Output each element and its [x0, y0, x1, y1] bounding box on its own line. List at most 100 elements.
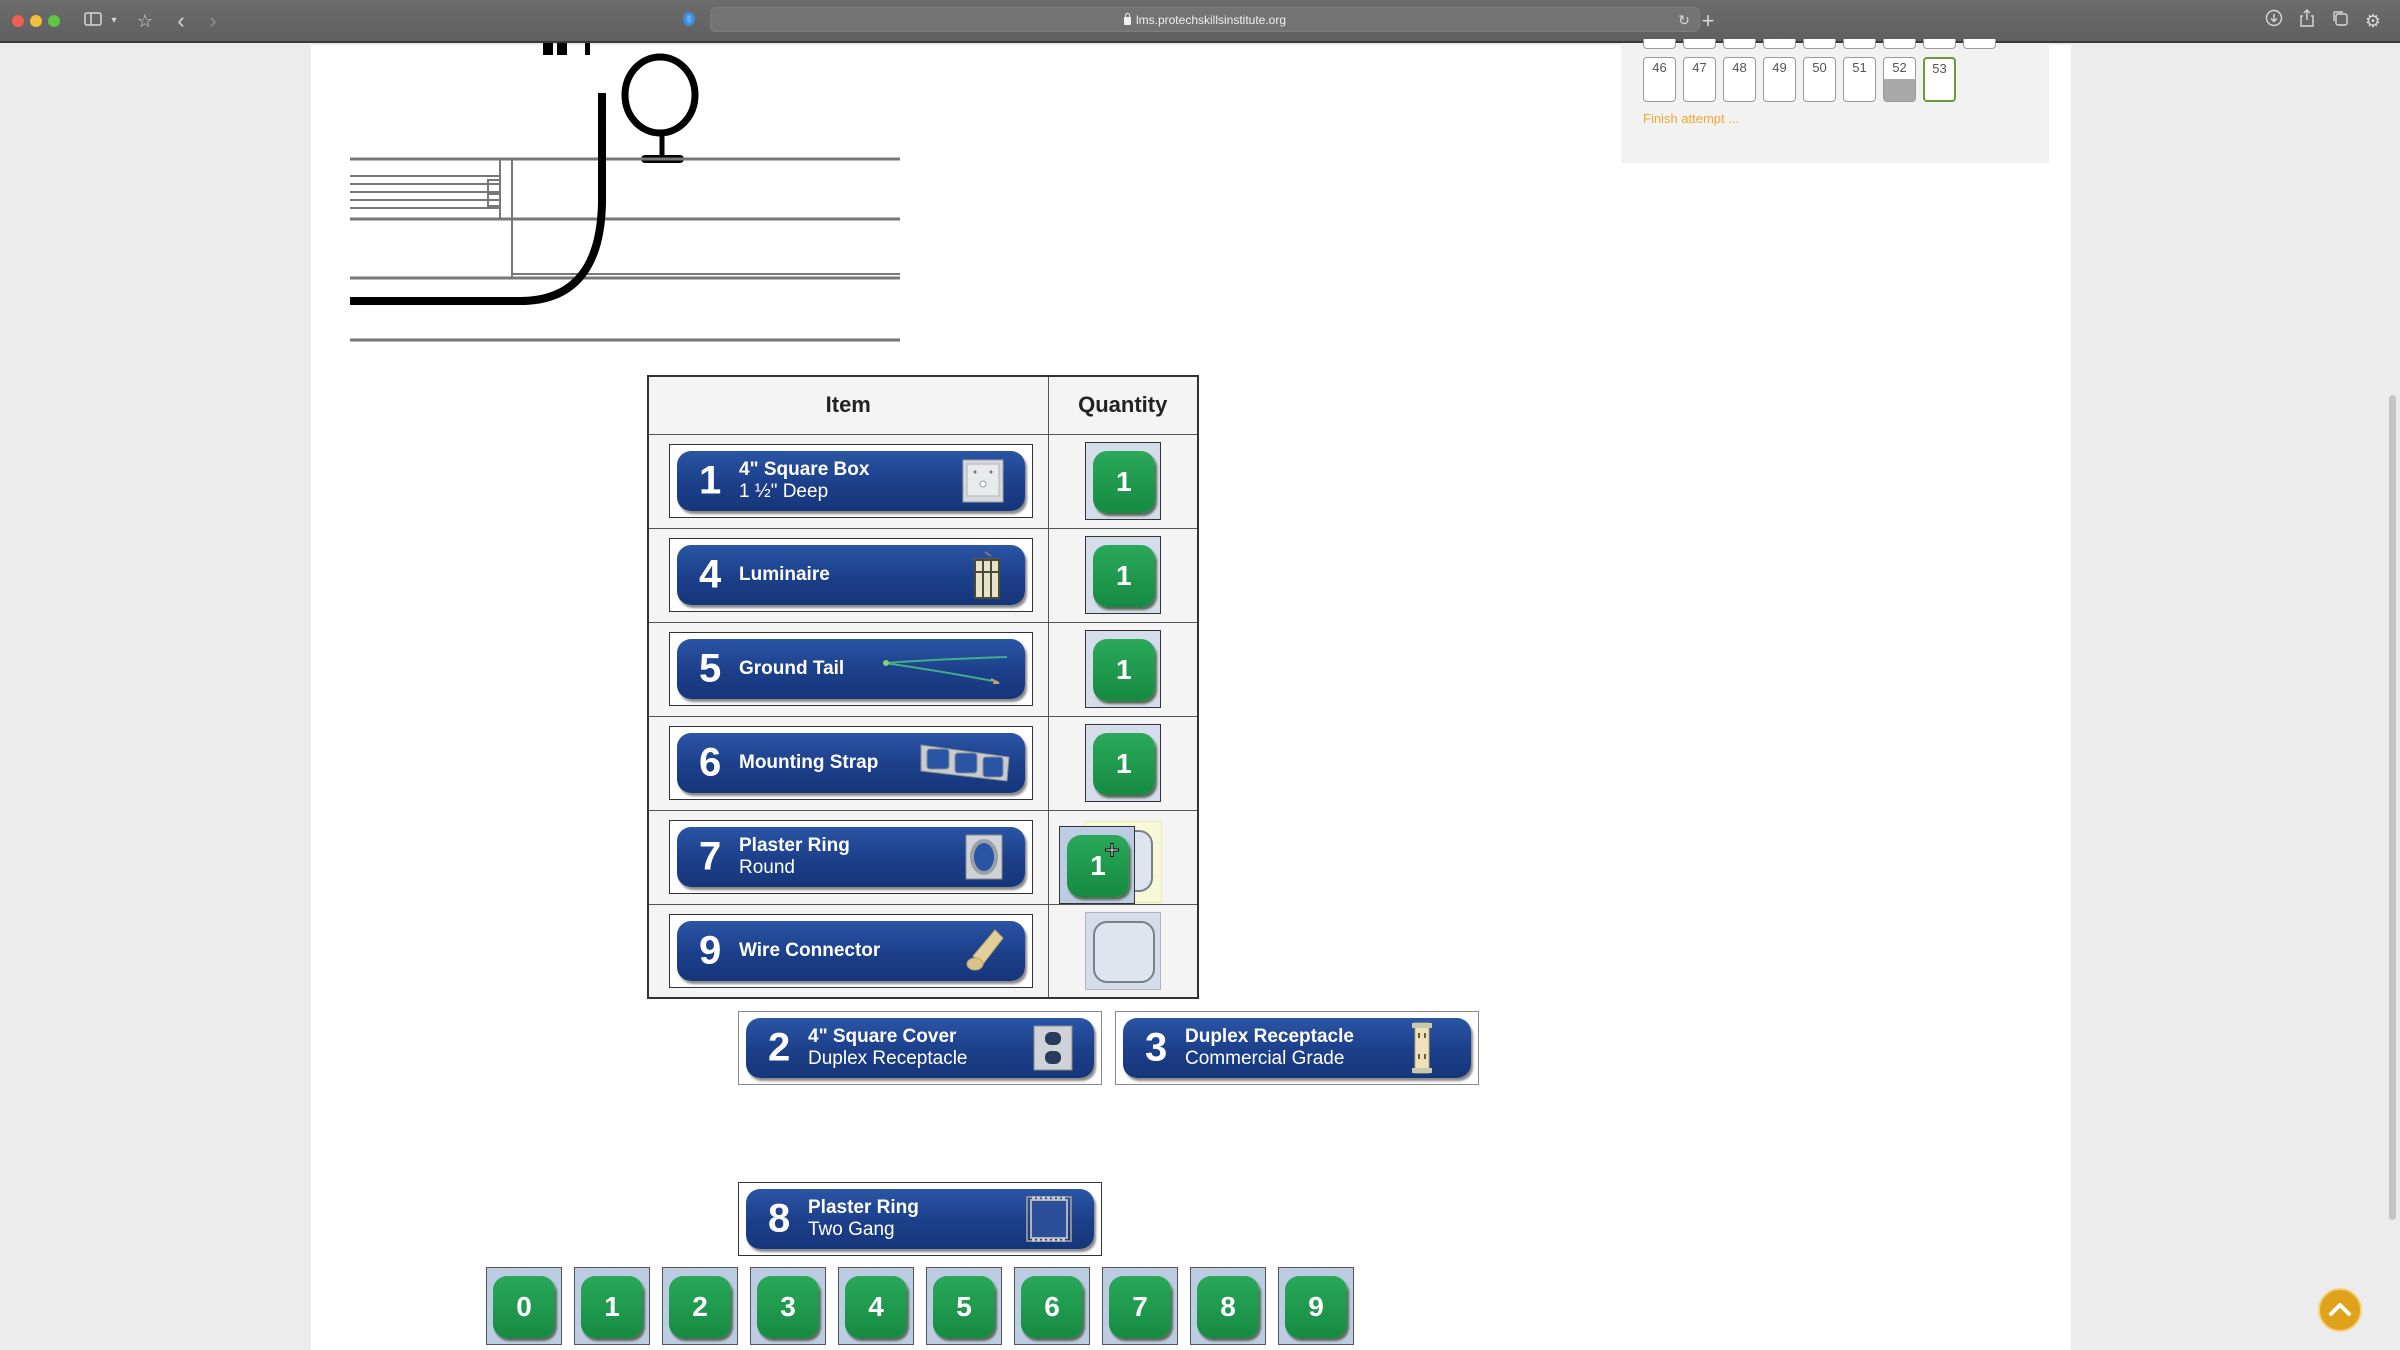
- quantity-slot[interactable]: 1: [1084, 724, 1161, 802]
- url-text: lms.protechskillsinstitute.org: [1135, 13, 1287, 27]
- question-button[interactable]: [1803, 39, 1836, 49]
- plaster-ring-two-gang-icon: [1026, 1196, 1072, 1242]
- question-button[interactable]: [1723, 39, 1756, 49]
- digit-tile-5[interactable]: 5: [933, 1276, 995, 1338]
- star-icon[interactable]: ☆: [136, 11, 154, 31]
- quantity-tile[interactable]: 1: [1067, 835, 1129, 897]
- table-row: 1 4" Square Box 1 ½" Deep: [647, 433, 1199, 529]
- question-button-50[interactable]: 50: [1803, 57, 1836, 102]
- privacy-shield-icon[interactable]: [680, 8, 698, 34]
- question-button-47[interactable]: 47: [1683, 57, 1716, 102]
- question-button[interactable]: [1843, 39, 1876, 49]
- digit-tile-2[interactable]: 2: [669, 1276, 731, 1338]
- empty-quantity-placeholder: [1092, 920, 1155, 983]
- right-gutter: [2071, 45, 2400, 1350]
- unplaced-item-frame: 8 Plaster Ring Two Gang: [738, 1182, 1102, 1256]
- digit-tile-7[interactable]: 7: [1109, 1276, 1171, 1338]
- digit-slot: 5: [926, 1267, 1002, 1345]
- item-drop-zone[interactable]: 9 Wire Connector: [669, 913, 1033, 988]
- minimize-window-button[interactable]: [30, 15, 42, 27]
- digit-tile-6[interactable]: 6: [1021, 1276, 1083, 1338]
- item-card-mounting-strap[interactable]: 6 Mounting Strap: [677, 733, 1025, 793]
- question-button-46[interactable]: 46: [1643, 57, 1676, 102]
- cable-line: [350, 93, 606, 305]
- item-drop-zone[interactable]: 7 Plaster Ring Round: [669, 820, 1033, 894]
- share-icon[interactable]: [2296, 8, 2318, 34]
- item-card-plaster-ring-round[interactable]: 7 Plaster Ring Round: [677, 827, 1025, 887]
- item-card-wire-connector[interactable]: 9 Wire Connector: [677, 920, 1025, 981]
- download-icon[interactable]: [2263, 8, 2285, 34]
- item-card-square-cover[interactable]: 2 4" Square Cover Duplex Receptacle: [746, 1018, 1094, 1078]
- question-button[interactable]: [1683, 39, 1716, 49]
- quantity-tile[interactable]: 1: [1092, 733, 1155, 795]
- address-bar[interactable]: lms.protechskillsinstitute.org ↻: [710, 7, 1700, 32]
- item-card-luminaire[interactable]: 4 Luminaire: [677, 545, 1025, 605]
- quantity-slot[interactable]: 1: [1084, 536, 1161, 614]
- quantity-tile[interactable]: 1: [1092, 451, 1155, 513]
- question-button[interactable]: [1923, 39, 1956, 49]
- reload-icon[interactable]: ↻: [1678, 12, 1690, 28]
- question-button-53-current[interactable]: 53: [1923, 57, 1956, 102]
- close-window-button[interactable]: [12, 15, 24, 27]
- lock-icon: [1123, 13, 1131, 25]
- ground-tail-icon: [883, 656, 1008, 684]
- digit-slot: 9: [1278, 1267, 1354, 1345]
- table-row: 4 Luminaire: [647, 527, 1199, 623]
- luminaire-symbol: [621, 53, 699, 137]
- back-icon[interactable]: ‹: [177, 8, 185, 33]
- question-button[interactable]: [1883, 39, 1916, 49]
- forward-icon[interactable]: ›: [209, 8, 217, 33]
- item-source-slot: 2 4" Square Cover Duplex Receptacle: [738, 1011, 1102, 1085]
- item-card-ground-tail[interactable]: 5 Ground Tail: [677, 639, 1025, 699]
- question-button-49[interactable]: 49: [1763, 57, 1796, 102]
- quantity-slot[interactable]: 1: [1084, 630, 1161, 708]
- page-scrollbar-thumb[interactable]: [2389, 395, 2396, 1220]
- digit-tile-9[interactable]: 9: [1285, 1276, 1347, 1338]
- digit-slot: 8: [1190, 1267, 1266, 1345]
- item-card-duplex-receptacle[interactable]: 3 Duplex Receptacle Commercial Grade: [1123, 1018, 1471, 1078]
- quantity-tile[interactable]: 1: [1092, 639, 1155, 701]
- digit-tile-0[interactable]: 0: [493, 1276, 555, 1338]
- finish-attempt-link[interactable]: Finish attempt ...: [1643, 111, 1740, 126]
- settings-icon[interactable]: ⚙: [2364, 11, 2382, 31]
- question-button[interactable]: [1963, 39, 1996, 49]
- digit-tile-3[interactable]: 3: [757, 1276, 819, 1338]
- digit-tile-4[interactable]: 4: [845, 1276, 907, 1338]
- question-button[interactable]: [1643, 39, 1676, 49]
- maximize-window-button[interactable]: [48, 15, 60, 27]
- item-quantity-table: Item Quantity 1 4" Square Box 1 ½" Deep: [647, 375, 1199, 999]
- item-card-plaster-ring-two-gang[interactable]: 8 Plaster Ring Two Gang: [746, 1189, 1094, 1249]
- chevron-up-icon: [2329, 1303, 2351, 1316]
- digit-slot: 7: [1102, 1267, 1178, 1345]
- quantity-tile-palette: 0 1 2 3 4 5 6 7 8 9: [486, 1267, 1366, 1345]
- table-row: 5 Ground Tail 1: [647, 621, 1199, 717]
- sidebar-icon[interactable]: [82, 8, 104, 34]
- dragging-quantity-tile[interactable]: 1: [1059, 826, 1135, 904]
- digit-tile-1[interactable]: 1: [581, 1276, 643, 1338]
- move-cursor-icon: [1105, 843, 1119, 857]
- back-to-top-button[interactable]: [2318, 1288, 2362, 1332]
- question-button-52[interactable]: 52: [1883, 57, 1916, 102]
- plaster-ring-round-icon: [965, 834, 1003, 880]
- partial-fill: [1884, 79, 1915, 101]
- table-row: 6 Mounting Strap 1: [647, 715, 1199, 811]
- question-button[interactable]: [1763, 39, 1796, 49]
- item-drop-zone[interactable]: 4 Luminaire: [669, 538, 1033, 612]
- quantity-tile[interactable]: 1: [1092, 545, 1155, 607]
- item-drop-zone[interactable]: 5 Ground Tail: [669, 632, 1033, 706]
- duplex-receptacle-icon: [1412, 1022, 1432, 1074]
- item-drop-zone[interactable]: 6 Mounting Strap: [669, 726, 1033, 800]
- question-button-48[interactable]: 48: [1723, 57, 1756, 102]
- item-drop-zone[interactable]: 1 4" Square Box 1 ½" Deep: [669, 444, 1033, 518]
- question-row: 46 47 48 49 50 51 52 53: [1643, 57, 1956, 102]
- unplaced-item-frame: 3 Duplex Receptacle Commercial Grade: [1115, 1011, 1479, 1085]
- table-row: 7 Plaster Ring Round: [647, 809, 1199, 905]
- question-button-51[interactable]: 51: [1843, 57, 1876, 102]
- quantity-slot[interactable]: 1: [1084, 442, 1161, 520]
- chevron-down-icon[interactable]: ▾: [111, 15, 117, 26]
- item-card-square-box[interactable]: 1 4" Square Box 1 ½" Deep: [677, 451, 1025, 511]
- tabs-overview-icon[interactable]: [2329, 8, 2351, 34]
- digit-tile-8[interactable]: 8: [1197, 1276, 1259, 1338]
- new-tab-icon[interactable]: +: [1701, 8, 1715, 33]
- quantity-slot-empty[interactable]: [1084, 911, 1161, 990]
